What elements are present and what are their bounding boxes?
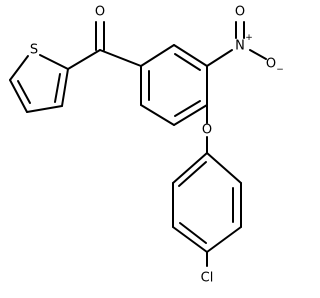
benzene-bond-2 — [173, 44, 208, 67]
chlorophenyl-bond-3-inner — [179, 222, 207, 244]
bond-benzene-nitro — [206, 49, 233, 67]
nitro-nitrogen-charge: + — [245, 33, 253, 43]
thiophene-bond-c4-c5-inner — [17, 80, 31, 104]
thiophene-bond-c4-c5 — [9, 79, 28, 113]
thiophene-sulfur-label: S — [30, 43, 38, 58]
thiophene-bond-c3-c4 — [26, 105, 63, 113]
bond-thiophene-carbonyl — [67, 49, 101, 70]
thiophene-bond-c2-c3-inner — [54, 73, 61, 103]
atom-labels: O S N + O O − O Cl — [30, 5, 284, 286]
nitro-single-bond — [249, 49, 267, 60]
carbonyl-oxygen-label: O — [95, 5, 105, 20]
chemical-structure: O S N + O O − O Cl — [9, 5, 284, 286]
chlorine-label: Cl — [201, 271, 214, 286]
chlorophenyl-bond-4 — [206, 226, 242, 253]
benzene-bond-4-inner — [174, 100, 201, 117]
nitro-oxygen-right-charge: − — [276, 65, 284, 75]
bond-carbonyl-benzene — [99, 49, 142, 67]
nitro-oxygen-right-label: O — [266, 57, 276, 72]
nitro-oxygen-top-label: O — [235, 5, 245, 20]
chlorophenyl-ring — [172, 152, 242, 267]
thiophene-bond-c2-c3 — [61, 68, 69, 107]
benzene-bond-2-inner — [174, 53, 201, 71]
chlorophenyl-bond-1 — [172, 152, 208, 184]
ether-oxygen-label: O — [202, 123, 212, 138]
ketone-group — [67, 21, 142, 70]
benzene-bond-1 — [140, 44, 175, 67]
nitro-nitrogen-label: N — [235, 39, 245, 54]
thiophene-bond-c5-s — [9, 55, 29, 81]
thiophene-ring — [9, 54, 69, 113]
chlorophenyl-bond-3 — [172, 226, 208, 253]
nitro-group — [206, 21, 267, 67]
central-benzene-ring — [140, 44, 208, 126]
thiophene-bond-s-c2 — [39, 54, 69, 70]
chlorophenyl-bond-1-inner — [178, 161, 207, 187]
benzene-bond-5 — [140, 104, 175, 126]
benzene-bond-4 — [173, 104, 208, 126]
chlorophenyl-bond-6 — [206, 152, 242, 184]
